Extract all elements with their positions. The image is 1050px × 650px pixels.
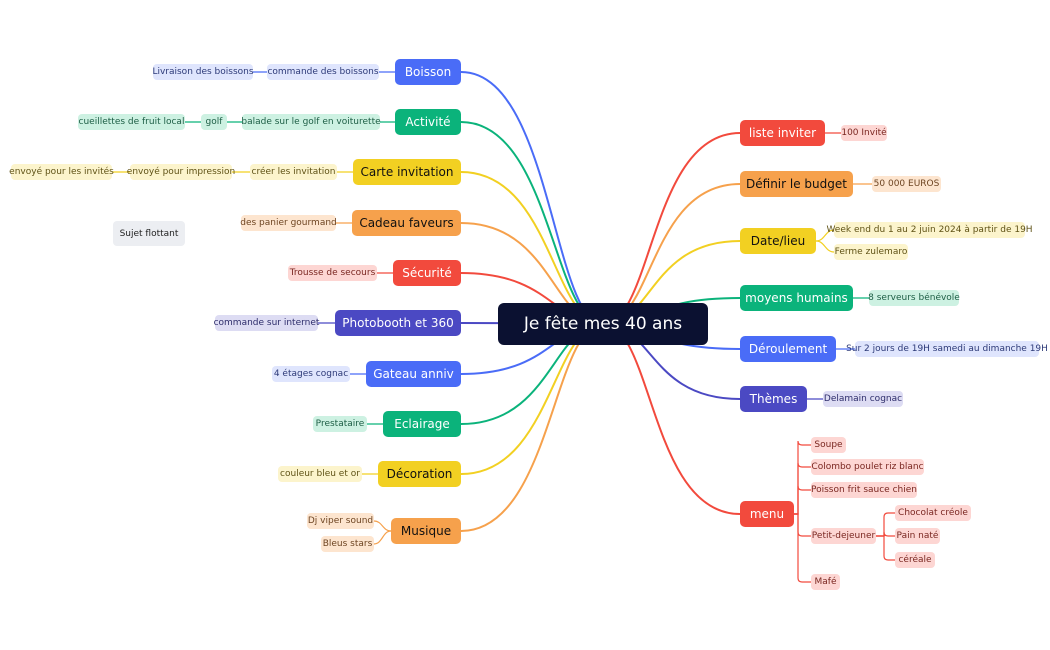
- topic-carte[interactable]: Carte invitation: [353, 159, 461, 185]
- topic-boisson[interactable]: Boisson: [395, 59, 461, 85]
- topic-commande-des-boissons[interactable]: commande des boissons: [267, 64, 379, 80]
- topic-week-end-du-1-au-2-juin-2024-a-partir-de-19h[interactable]: Week end du 1 au 2 juin 2024 à partir de…: [826, 222, 1033, 238]
- topic-gateau[interactable]: Gateau anniv: [366, 361, 461, 387]
- topic-moyens[interactable]: moyens humains: [740, 285, 853, 311]
- topic-eclairage[interactable]: Eclairage: [383, 411, 461, 437]
- topic-sur-2-jours-de-19h-samedi-au-dimanche-19h[interactable]: Sur 2 jours de 19H samedi au dimanche 19…: [846, 341, 1048, 357]
- branch-connector-carte: [460, 171, 604, 325]
- topic-creer-les-invitation[interactable]: créer les invitation: [250, 164, 337, 180]
- topic-8-serveurs-benevole[interactable]: 8 serveurs bénévole: [868, 290, 960, 306]
- topic-100-invite[interactable]: 100 Invité: [841, 125, 887, 141]
- topic-envoye-pour-impression[interactable]: envoyé pour impression: [127, 164, 235, 180]
- branch-connector-decoration: [460, 323, 604, 475]
- topic-dj-viper-sound[interactable]: Dj viper sound: [307, 513, 374, 529]
- connector-colombo-poulet-riz-blanc: [793, 462, 812, 515]
- topic-balade-sur-le-golf-en-voiturette[interactable]: balade sur le golf en voiturette: [241, 114, 381, 130]
- topic-mafe[interactable]: Mafé: [811, 574, 840, 590]
- topic-cereale[interactable]: céréale: [895, 552, 935, 568]
- branch-connector-boisson: [460, 71, 604, 325]
- topic-soupe[interactable]: Soupe: [811, 437, 846, 453]
- topic-date[interactable]: Date/lieu: [740, 228, 816, 254]
- topic-colombo-poulet-riz-blanc[interactable]: Colombo poulet riz blanc: [811, 459, 924, 475]
- topic-budget[interactable]: Définir le budget: [740, 171, 853, 197]
- topic-4-etages-cognac[interactable]: 4 étages cognac: [272, 366, 350, 382]
- central-topic[interactable]: Je fête mes 40 ans: [498, 303, 708, 345]
- topic-livraison-des-boissons[interactable]: Livraison des boissons: [152, 64, 254, 80]
- connector-petit-dejeuner: [793, 513, 812, 537]
- connector-bleus-stars: [373, 530, 392, 545]
- topic-commande-sur-internet[interactable]: commande sur internet: [214, 315, 319, 331]
- connector-cereale: [875, 535, 896, 561]
- topic-golf[interactable]: golf: [201, 114, 227, 130]
- topic-decoration[interactable]: Décoration: [378, 461, 461, 487]
- connector-dj-viper-sound: [373, 520, 392, 532]
- topic-trousse-de-secours[interactable]: Trousse de secours: [288, 265, 377, 281]
- topic-petit-dejeuner[interactable]: Petit-dejeuner: [811, 528, 876, 544]
- topic-envoye-pour-les-invites[interactable]: envoyé pour les invités: [9, 164, 114, 180]
- topic-deroulement[interactable]: Déroulement: [740, 336, 836, 362]
- floating-topic[interactable]: Sujet flottant: [113, 221, 185, 246]
- topic-des-panier-gourmand[interactable]: des panier gourmand: [240, 215, 337, 231]
- topic-delamain-cognac[interactable]: Delamain cognac: [823, 391, 903, 407]
- topic-chocolat-creole[interactable]: Chocolat créole: [895, 505, 971, 521]
- connector-poisson-frit-sauce-chien: [793, 485, 812, 515]
- topic-bleus-stars[interactable]: Bleus stars: [321, 536, 374, 552]
- topic-menu[interactable]: menu: [740, 501, 794, 527]
- topic-liste[interactable]: liste inviter: [740, 120, 825, 146]
- topic-themes[interactable]: Thèmes: [740, 386, 807, 412]
- branch-connector-menu: [602, 323, 741, 515]
- topic-couleur-bleu-et-or[interactable]: couleur bleu et or: [278, 466, 362, 482]
- connector-pain-nate: [875, 531, 896, 537]
- topic-musique[interactable]: Musique: [391, 518, 461, 544]
- topic-pain-nate[interactable]: Pain naté: [895, 528, 940, 544]
- topic-poisson-frit-sauce-chien[interactable]: Poisson frit sauce chien: [811, 482, 917, 498]
- connector-mafe: [793, 513, 812, 583]
- connector-ferme-zulemaro: [815, 240, 835, 253]
- connector-chocolat-creole: [875, 512, 896, 537]
- topic-cueillettes-de-fruit-local[interactable]: cueillettes de fruit local: [78, 114, 185, 130]
- topic-activite[interactable]: Activité: [395, 109, 461, 135]
- branch-connector-liste: [602, 132, 741, 325]
- topic-cadeau[interactable]: Cadeau faveurs: [352, 210, 461, 236]
- topic-photobooth[interactable]: Photobooth et 360: [335, 310, 461, 336]
- topic-prestataire[interactable]: Prestataire: [313, 416, 367, 432]
- topic-ferme-zulemaro[interactable]: Ferme zulemaro: [834, 244, 908, 260]
- connector-soupe: [793, 440, 812, 515]
- topic-securite[interactable]: Sécurité: [393, 260, 461, 286]
- topic-50-000-euros[interactable]: 50 000 EUROS: [872, 176, 941, 192]
